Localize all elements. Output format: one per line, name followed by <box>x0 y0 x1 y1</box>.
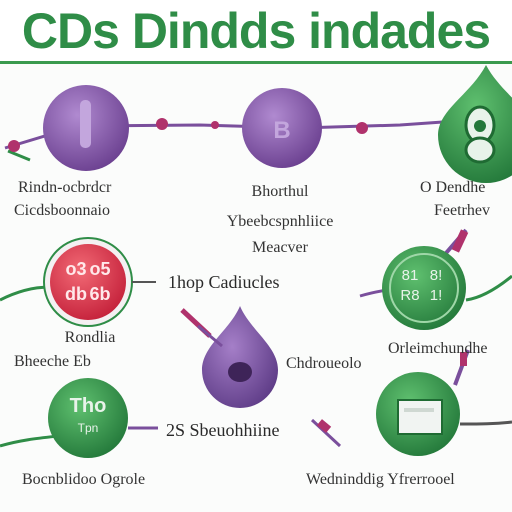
svg-text:6b: 6b <box>89 284 110 304</box>
svg-text:Tho: Tho <box>70 395 107 417</box>
green-box-icon <box>310 372 512 456</box>
connector-bead <box>156 118 168 130</box>
label-row1-right-1: O Dendhe <box>420 179 486 196</box>
connector-bead <box>356 122 368 134</box>
label-row1-mid-2: Ybeebcspnhliice <box>226 213 334 230</box>
green-badge-icon: Tho Tpn <box>0 378 158 458</box>
label-row3-left-1: Rondlia <box>64 329 116 346</box>
page-title: CDs Dindds indades <box>21 3 491 59</box>
purple-drop-icon <box>180 306 278 408</box>
label-row4-left: Bocnblidoo Ogrole <box>22 471 146 488</box>
purple-stick-icon <box>453 349 470 386</box>
svg-text:R8: R8 <box>400 287 419 304</box>
svg-text:B: B <box>273 117 290 144</box>
label-row2-mid: 1hop Cadiucles <box>168 273 280 292</box>
green-drop-icon <box>438 65 512 183</box>
connector-bead <box>8 140 20 152</box>
label-row4-right: Wedninddig Yfrerrooel <box>306 471 455 488</box>
label-row4-mid: 2S Sbeuohhiine <box>166 421 280 440</box>
header-bar: CDs Dindds indades <box>0 0 512 64</box>
label-row3-right: Orleimchundhe <box>388 340 488 357</box>
svg-text:81: 81 <box>402 267 419 284</box>
svg-text:db: db <box>65 284 87 304</box>
label-row1-right-2: Feetrhev <box>434 202 490 219</box>
label-row3-left-2: Bheeche Eb <box>14 353 91 370</box>
label-row1-left-1: Rindn-ocbrdcr <box>18 179 112 196</box>
label-row1-mid-3: Meacver <box>252 239 308 256</box>
label-row3-mid: Chdroueolo <box>286 355 362 372</box>
svg-text:Tpn: Tpn <box>78 421 99 435</box>
connector-bead <box>211 121 219 129</box>
svg-text:8!: 8! <box>430 267 443 284</box>
label-row1-left-2: Cicdsboonnaio <box>14 202 110 219</box>
red-sphere-icon: o3 o5 db 6b <box>0 237 156 327</box>
purple-sphere-icon: B <box>242 88 322 168</box>
svg-text:o3: o3 <box>65 259 86 279</box>
svg-text:1!: 1! <box>430 287 443 304</box>
label-row1-mid-1: Bhorthul <box>251 183 309 200</box>
svg-text:o5: o5 <box>89 259 110 279</box>
green-sphere-icon: 81 8! R8 1! <box>359 228 512 330</box>
purple-sphere-icon <box>43 85 129 171</box>
